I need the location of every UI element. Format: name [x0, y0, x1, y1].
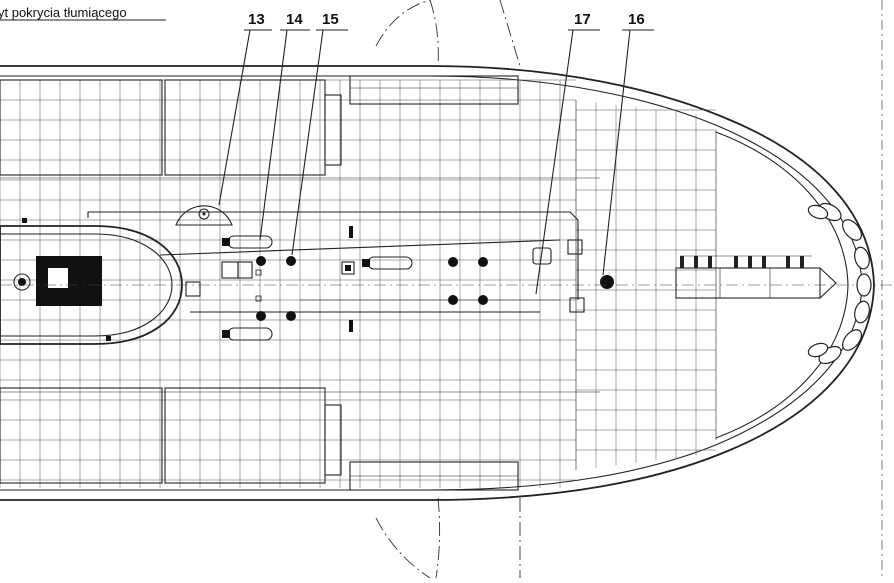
arc-top-mid — [429, 0, 439, 67]
hatch-lower-left — [0, 387, 163, 484]
hatch-covers — [0, 75, 519, 491]
towing-hook-16 — [600, 275, 614, 289]
hatch-upper-mid — [164, 79, 326, 176]
callout-17: 17 — [535, 11, 600, 295]
hatch-lower-mid — [164, 387, 326, 484]
liferaft-upper — [227, 235, 273, 249]
callout-15: 15 — [291, 11, 348, 256]
callout-13-label: 13 — [248, 11, 265, 28]
hull — [0, 65, 875, 501]
rail-frame — [87, 211, 579, 313]
funnel-block — [36, 256, 102, 306]
liferaft-canisters — [222, 235, 413, 341]
hull-inner-line — [0, 75, 863, 491]
liferaft-center — [367, 256, 413, 270]
caption-text: yt pokrycia tłumiącego — [0, 5, 127, 20]
callout-15-label: 15 — [322, 11, 339, 28]
callout-16: 16 — [602, 11, 654, 276]
deckhouse — [0, 225, 183, 345]
hatch-upper-left — [0, 79, 163, 176]
construction-arcs — [375, 0, 521, 579]
bow-fender-rack — [675, 255, 837, 299]
deck-fittings — [22, 218, 585, 341]
bow-fenders — [807, 202, 872, 365]
arc-bottom-mid — [435, 497, 441, 579]
hatch-lower-edge — [324, 404, 342, 476]
bulwark-upper — [349, 75, 519, 105]
bollards — [256, 256, 488, 321]
arc-top-left — [375, 0, 431, 47]
caption: yt pokrycia tłumiącego — [0, 5, 166, 21]
mast-base — [13, 273, 31, 291]
hatch-upper-edge — [324, 94, 342, 166]
callout-14-label: 14 — [286, 11, 303, 28]
hull-outline — [0, 65, 875, 501]
arc-top-right — [499, 0, 521, 67]
funnel-opening — [48, 268, 68, 288]
arc-bottom-left — [375, 517, 431, 579]
callout-14: 14 — [259, 11, 310, 241]
callout-16-label: 16 — [628, 11, 645, 28]
callout-17-label: 17 — [574, 11, 591, 28]
callout-13: 13 — [218, 11, 272, 206]
liferaft-lower — [227, 327, 273, 341]
mast-center — [18, 278, 26, 286]
winch-13 — [175, 205, 233, 226]
